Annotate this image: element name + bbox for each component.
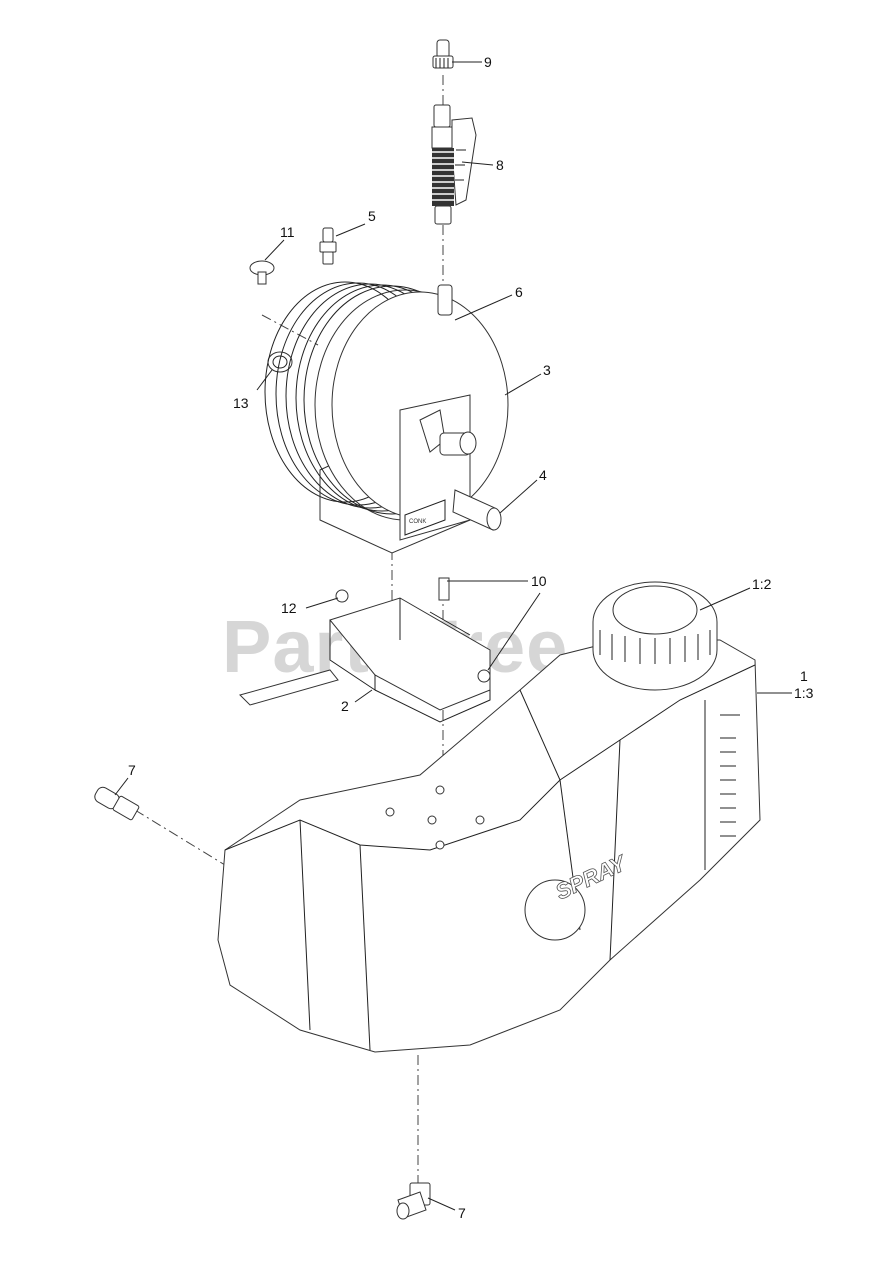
tank-cap-part bbox=[592, 581, 718, 691]
reel-brand-label: CONK bbox=[409, 519, 426, 525]
hose-reel-part: CONK bbox=[264, 281, 509, 554]
callout-13: 13 bbox=[233, 395, 249, 411]
callout-6: 6 bbox=[515, 284, 523, 300]
callout-10: 10 bbox=[531, 573, 547, 589]
callout-8: 8 bbox=[496, 157, 504, 173]
cap-plug-part bbox=[249, 260, 275, 285]
callout-labels: 9 8 5 11 6 3 13 4 10 12 1:2 1 1:3 2 7 7 bbox=[128, 54, 814, 1221]
callout-4: 4 bbox=[539, 467, 547, 483]
spray-tank-part: SPRAY bbox=[217, 639, 761, 1053]
callout-5: 5 bbox=[368, 208, 376, 224]
elbow-fitting-lower-part bbox=[396, 1182, 431, 1220]
hose-fitting-part bbox=[319, 227, 337, 265]
nozzle-tip-part bbox=[432, 39, 454, 69]
callout-11: 11 bbox=[280, 224, 295, 240]
mount-bracket-part bbox=[239, 577, 491, 723]
callout-9: 9 bbox=[484, 54, 492, 70]
callout-3: 3 bbox=[543, 362, 551, 378]
callout-1: 1 bbox=[800, 668, 808, 684]
elbow-fitting-upper-part bbox=[94, 786, 140, 821]
leader-lines bbox=[114, 61, 792, 1211]
callout-7-upper: 7 bbox=[128, 762, 136, 778]
spray-gun-part bbox=[431, 104, 477, 225]
clamp-part bbox=[267, 351, 293, 373]
callout-2: 2 bbox=[341, 698, 349, 714]
callout-1-2: 1:2 bbox=[752, 576, 772, 592]
callout-7-lower: 7 bbox=[458, 1205, 466, 1221]
callout-12: 12 bbox=[281, 600, 297, 616]
callout-1-3: 1:3 bbox=[794, 685, 814, 701]
